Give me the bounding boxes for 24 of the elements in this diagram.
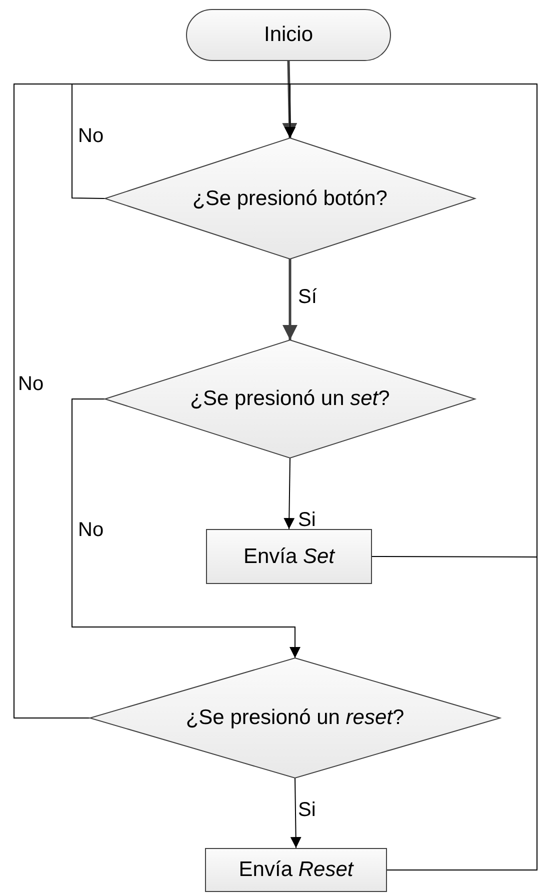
- arrow: [284, 84, 538, 870]
- arrow: [282, 259, 298, 340]
- process-text: Envía Set: [243, 544, 335, 568]
- terminal-text: Inicio: [264, 23, 314, 47]
- decision-diamond: [90, 658, 500, 778]
- question-text: ¿Se presionó un set?: [190, 387, 390, 411]
- process-box: [206, 529, 372, 584]
- edge-label: No: [78, 126, 104, 146]
- process-box: [205, 848, 387, 892]
- process-text: Envía Reset: [238, 858, 354, 882]
- arrow: [282, 60, 298, 138]
- edge-label: Si: [298, 510, 316, 530]
- question-text: ¿Se presionó botón?: [192, 186, 388, 210]
- arrow: [290, 778, 302, 848]
- edge-label: No: [18, 374, 44, 394]
- decision-diamond: [105, 340, 475, 458]
- start-terminal: [186, 9, 391, 61]
- edge-label: Si: [298, 800, 316, 820]
- edge-label: No: [78, 520, 104, 540]
- arrow: [72, 398, 300, 658]
- arrow: [284, 458, 295, 530]
- question-text: ¿Se presionó un reset?: [186, 706, 404, 730]
- edge-label: Sí: [298, 287, 317, 307]
- decision-diamond: [105, 138, 475, 259]
